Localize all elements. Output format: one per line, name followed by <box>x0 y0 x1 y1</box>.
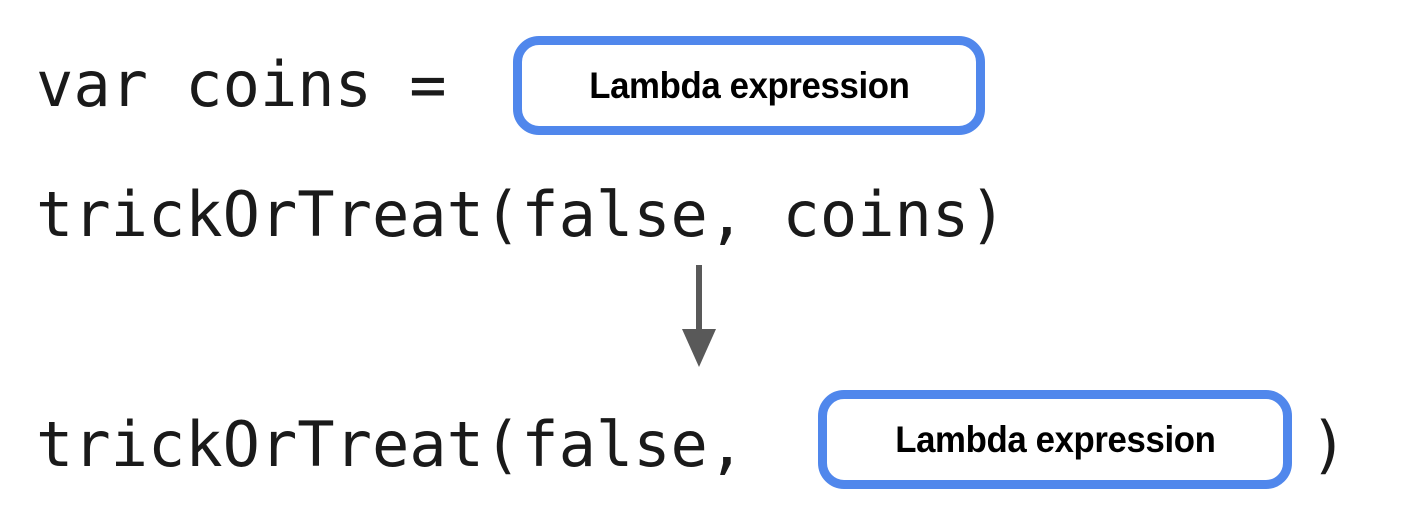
lambda-expression-chip-declaration[interactable]: Lambda expression <box>513 36 985 135</box>
code-line-call-with-inlined-lambda: trickOrTreat(false, <box>36 408 783 481</box>
code-line-closing-paren: ) <box>1310 408 1348 481</box>
lambda-expression-chip-label: Lambda expression <box>588 65 910 106</box>
code-line-call-with-variable: trickOrTreat(false, coins) <box>36 178 1007 251</box>
arrow-down-icon <box>682 265 716 367</box>
lambda-expression-chip-label-inlined: Lambda expression <box>894 419 1216 460</box>
code-line-declaration: var coins = <box>36 48 484 121</box>
lambda-expression-chip-inlined[interactable]: Lambda expression <box>818 390 1292 489</box>
